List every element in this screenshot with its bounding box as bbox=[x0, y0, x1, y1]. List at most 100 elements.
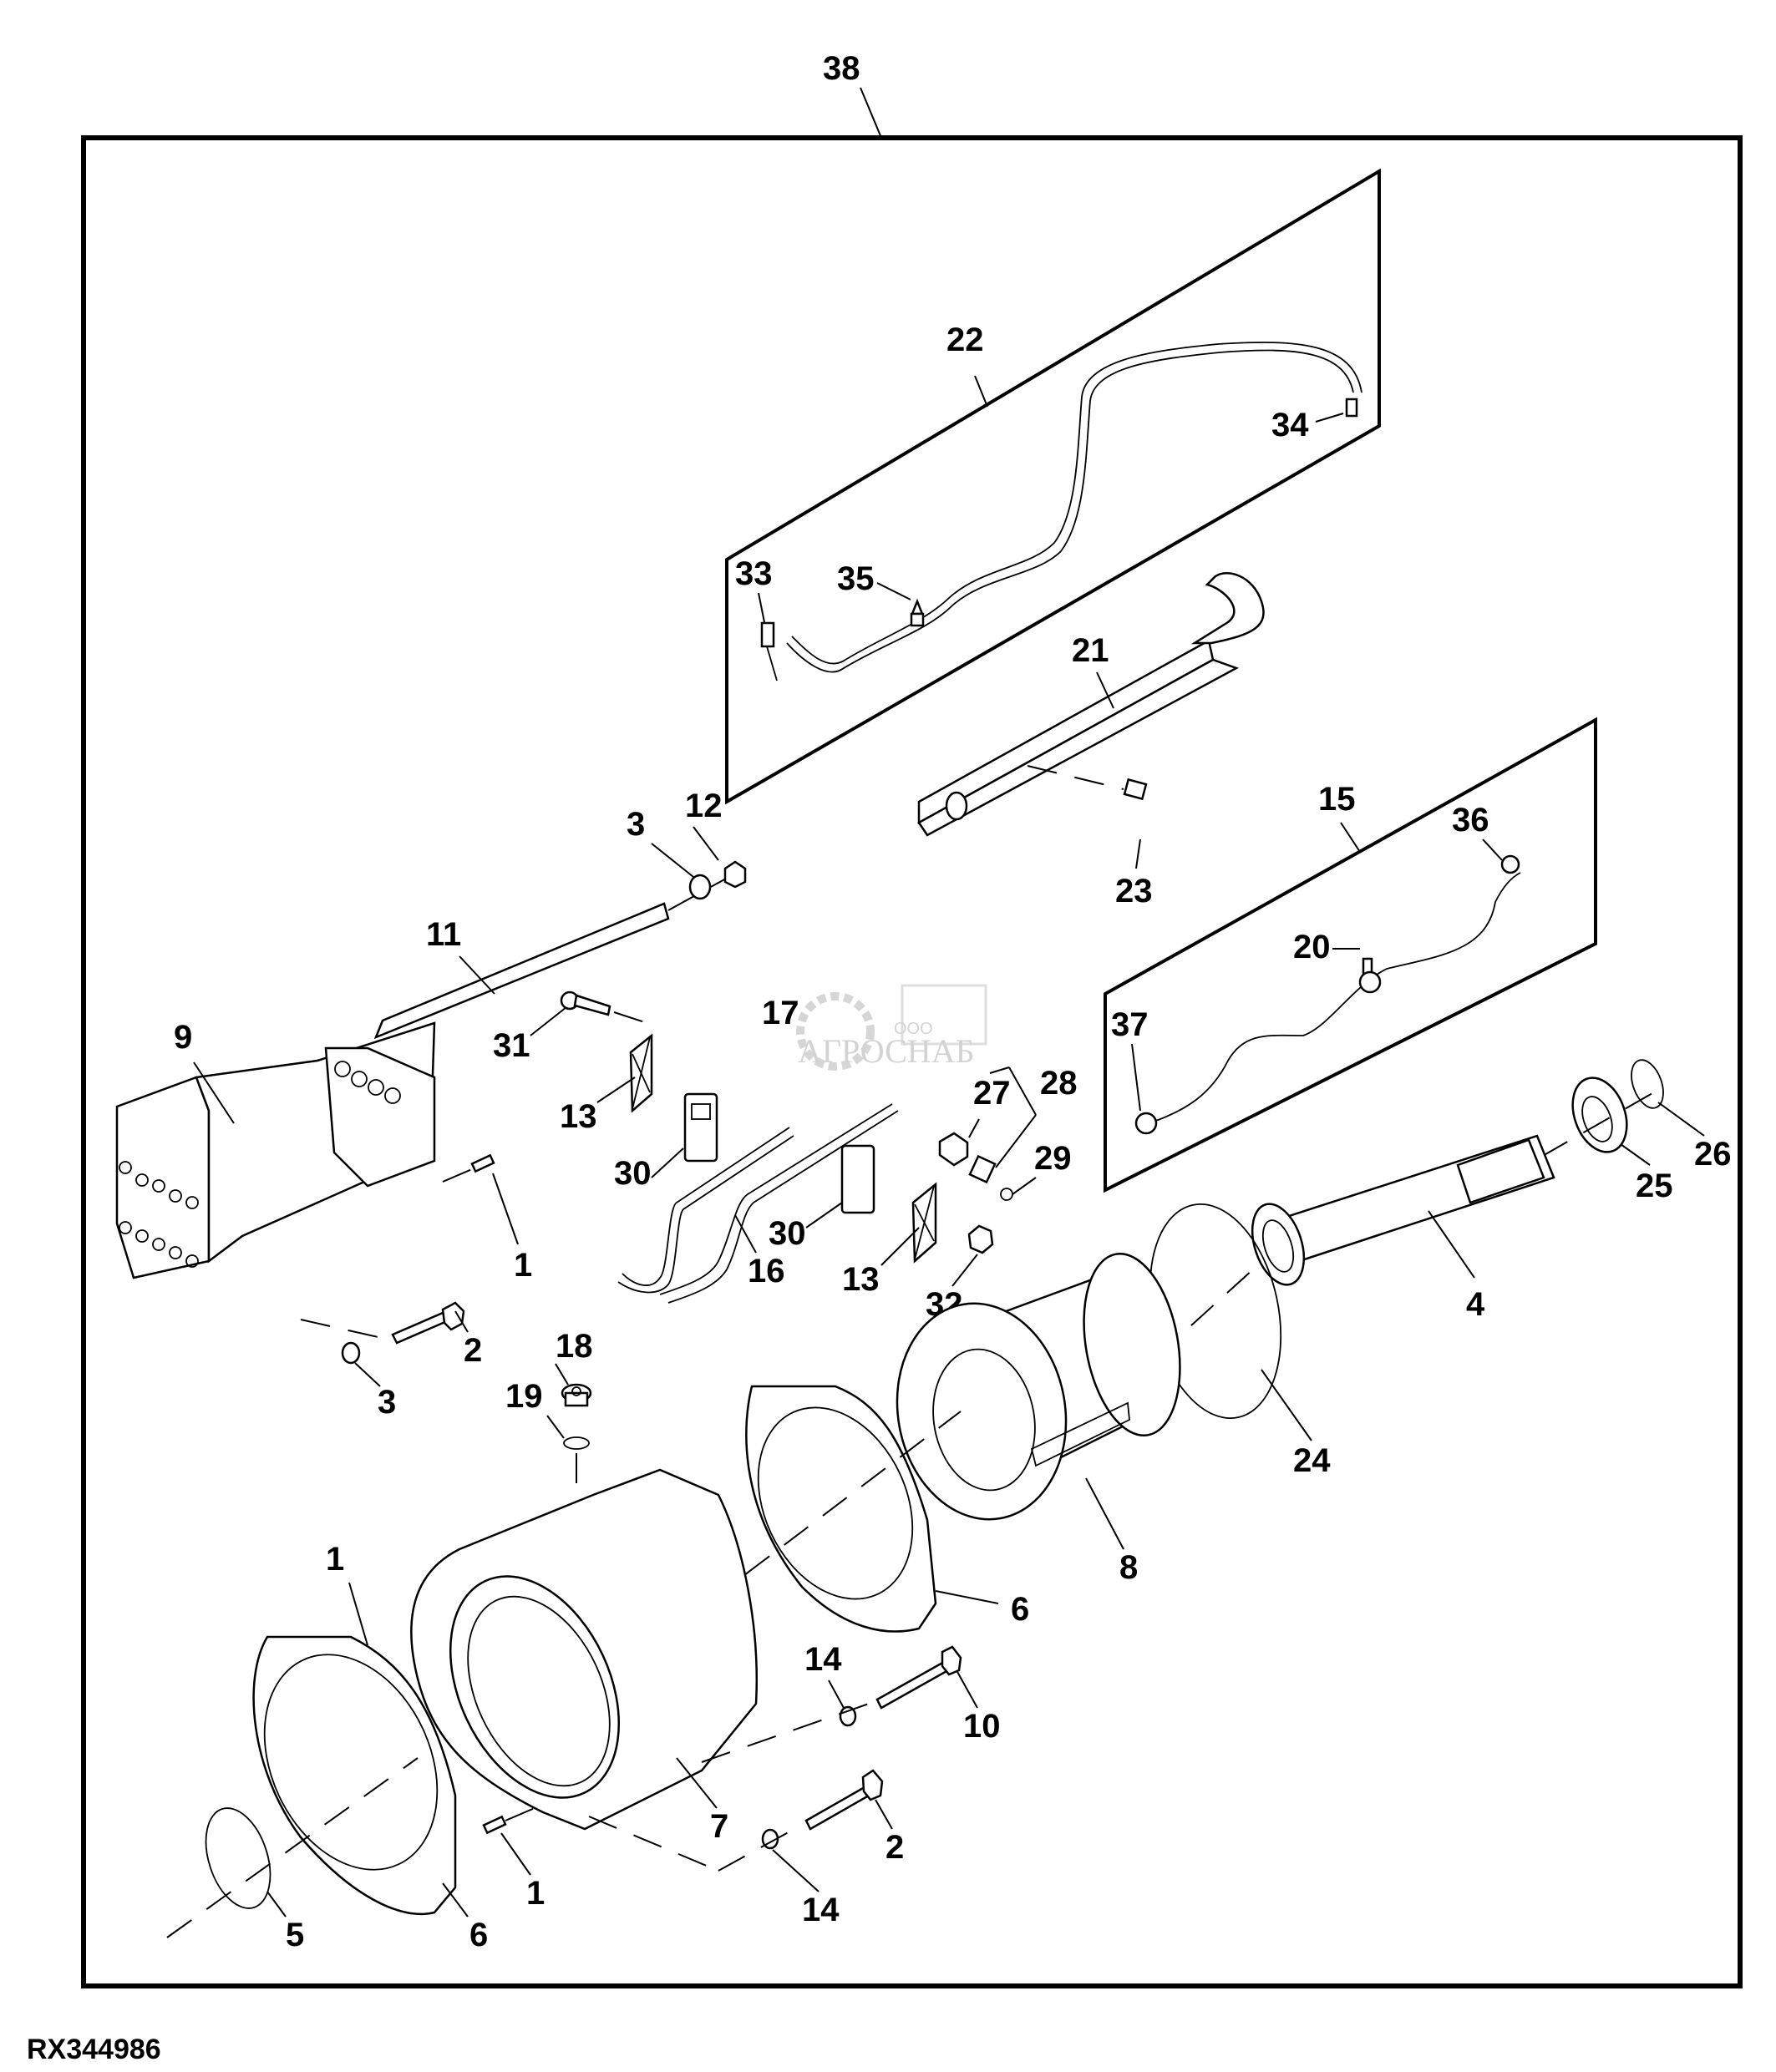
callout-label: 3 bbox=[627, 806, 645, 843]
callout-26[interactable]: 26 bbox=[1657, 1102, 1732, 1173]
sensor-wire bbox=[1148, 872, 1521, 1124]
callout-3-upper[interactable]: 3 bbox=[627, 806, 694, 878]
callout-2-upper[interactable]: 2 bbox=[454, 1310, 482, 1369]
snap-ring-5-part bbox=[205, 1807, 271, 1909]
callout-label: 30 bbox=[769, 1215, 806, 1252]
bolt-23-part bbox=[1027, 765, 1148, 801]
support-frame-9-part bbox=[115, 1021, 436, 1279]
callout-28[interactable]: 28 bbox=[995, 1065, 1078, 1168]
callout-label: 13 bbox=[560, 1098, 597, 1135]
callout-8[interactable]: 8 bbox=[1085, 1477, 1138, 1586]
callout-21[interactable]: 21 bbox=[1072, 632, 1114, 709]
callout-1-lower[interactable]: 1 bbox=[500, 1832, 545, 1912]
callout-31[interactable]: 31 bbox=[493, 1006, 567, 1064]
callout-label: 13 bbox=[842, 1261, 880, 1298]
callout-29[interactable]: 29 bbox=[1012, 1140, 1072, 1195]
callout-19[interactable]: 19 bbox=[505, 1378, 565, 1439]
callout-label: 15 bbox=[1318, 781, 1356, 818]
connector-34-part bbox=[1345, 398, 1358, 418]
shaft-4-part bbox=[1251, 1134, 1555, 1286]
dowel-pin-1-upper-part bbox=[442, 1153, 495, 1183]
callout-3-lower[interactable]: 3 bbox=[354, 1362, 396, 1421]
callout-23[interactable]: 23 bbox=[1115, 838, 1153, 909]
callout-label: 3 bbox=[378, 1384, 396, 1421]
callout-6-left[interactable]: 6 bbox=[442, 1882, 488, 1953]
snap-ring-26-part bbox=[1631, 1059, 1664, 1109]
callout-15[interactable]: 15 bbox=[1318, 781, 1361, 853]
bolt-2-lower-part bbox=[804, 1769, 884, 1831]
gasket-6-right-part bbox=[745, 1385, 937, 1633]
callout-25[interactable]: 25 bbox=[1620, 1143, 1673, 1204]
ring-29-part bbox=[1000, 1188, 1013, 1201]
callout-label: 8 bbox=[1119, 1549, 1138, 1586]
callout-33[interactable]: 33 bbox=[735, 555, 773, 623]
callout-label: 31 bbox=[493, 1027, 530, 1064]
callout-13-upper[interactable]: 13 bbox=[560, 1077, 636, 1135]
callout-10[interactable]: 10 bbox=[956, 1669, 1001, 1745]
callout-13-lower[interactable]: 13 bbox=[842, 1227, 920, 1298]
callout-label: 29 bbox=[1034, 1140, 1072, 1177]
callout-4[interactable]: 4 bbox=[1428, 1210, 1485, 1323]
callout-label: 33 bbox=[735, 555, 773, 592]
callout-18[interactable]: 18 bbox=[555, 1328, 593, 1386]
nut-32-part bbox=[967, 1224, 994, 1254]
nut-12-part bbox=[723, 860, 747, 889]
callout-label: 30 bbox=[614, 1155, 652, 1192]
callout-label: 14 bbox=[802, 1892, 840, 1928]
assembly-frame bbox=[81, 135, 1743, 1988]
fitting-28-part bbox=[968, 1154, 997, 1184]
watermark-prefix: ООО bbox=[894, 1020, 933, 1038]
callout-label: 2 bbox=[464, 1332, 482, 1369]
callout-36[interactable]: 36 bbox=[1452, 802, 1503, 861]
callout-label: 37 bbox=[1111, 1006, 1149, 1043]
callout-label: 36 bbox=[1452, 802, 1489, 838]
callout-27[interactable]: 27 bbox=[968, 1075, 1011, 1138]
callout-label: 26 bbox=[1694, 1136, 1732, 1173]
dowel-pin-1-lower-part bbox=[482, 1807, 535, 1835]
callout-label: 28 bbox=[1040, 1065, 1078, 1102]
callout-label: 2 bbox=[885, 1829, 904, 1866]
callout-16[interactable]: 16 bbox=[734, 1214, 785, 1289]
fitting-20-part bbox=[1358, 957, 1382, 994]
bracket-21-part bbox=[917, 572, 1265, 837]
callout-38[interactable]: 38 bbox=[823, 50, 882, 139]
sensor-harness-panel-frame bbox=[1104, 717, 1597, 1193]
gasket-6-left-part bbox=[252, 1635, 457, 1916]
callout-24[interactable]: 24 bbox=[1261, 1369, 1331, 1479]
callout-35[interactable]: 35 bbox=[837, 560, 911, 600]
callout-7[interactable]: 7 bbox=[676, 1757, 728, 1845]
gear-25-part bbox=[1571, 1077, 1628, 1153]
callout-14-upper[interactable]: 14 bbox=[804, 1641, 845, 1709]
clamp-30-upper-part bbox=[683, 1092, 718, 1163]
fitting-27-part bbox=[938, 1132, 969, 1167]
callout-17[interactable]: 17 bbox=[762, 995, 799, 1031]
callout-30-lower[interactable]: 30 bbox=[769, 1202, 843, 1252]
callout-37[interactable]: 37 bbox=[1111, 1006, 1149, 1112]
clip-plate-13-lower-part bbox=[911, 1182, 937, 1264]
callout-label: 11 bbox=[426, 916, 461, 953]
sensor-36-part bbox=[1500, 854, 1520, 874]
callout-label: 1 bbox=[326, 1541, 344, 1578]
callout-2-lower[interactable]: 2 bbox=[875, 1799, 904, 1866]
callout-22[interactable]: 22 bbox=[946, 322, 988, 408]
callout-label: 38 bbox=[823, 50, 860, 87]
callout-9[interactable]: 9 bbox=[174, 1019, 235, 1124]
callout-label: 6 bbox=[469, 1917, 488, 1953]
callout-34[interactable]: 34 bbox=[1271, 407, 1344, 443]
o-ring-19-part bbox=[563, 1436, 590, 1450]
callout-11[interactable]: 11 bbox=[426, 916, 495, 995]
callout-5[interactable]: 5 bbox=[266, 1891, 304, 1953]
callout-30-upper[interactable]: 30 bbox=[614, 1147, 684, 1192]
callout-1-middle[interactable]: 1 bbox=[326, 1541, 368, 1646]
callout-20[interactable]: 20 bbox=[1293, 929, 1360, 965]
callout-6-right[interactable]: 6 bbox=[935, 1590, 1029, 1628]
watermark: ООО АГРОСНАБ bbox=[796, 984, 987, 1071]
callout-label: 7 bbox=[710, 1808, 728, 1845]
callout-1-upper[interactable]: 1 bbox=[492, 1173, 532, 1284]
callout-14-lower[interactable]: 14 bbox=[772, 1849, 840, 1928]
callout-label: 5 bbox=[286, 1917, 304, 1953]
callout-label: 16 bbox=[748, 1253, 785, 1289]
callout-label: 1 bbox=[526, 1875, 545, 1912]
callout-12[interactable]: 12 bbox=[685, 788, 723, 861]
callout-label: 17 bbox=[762, 995, 799, 1031]
